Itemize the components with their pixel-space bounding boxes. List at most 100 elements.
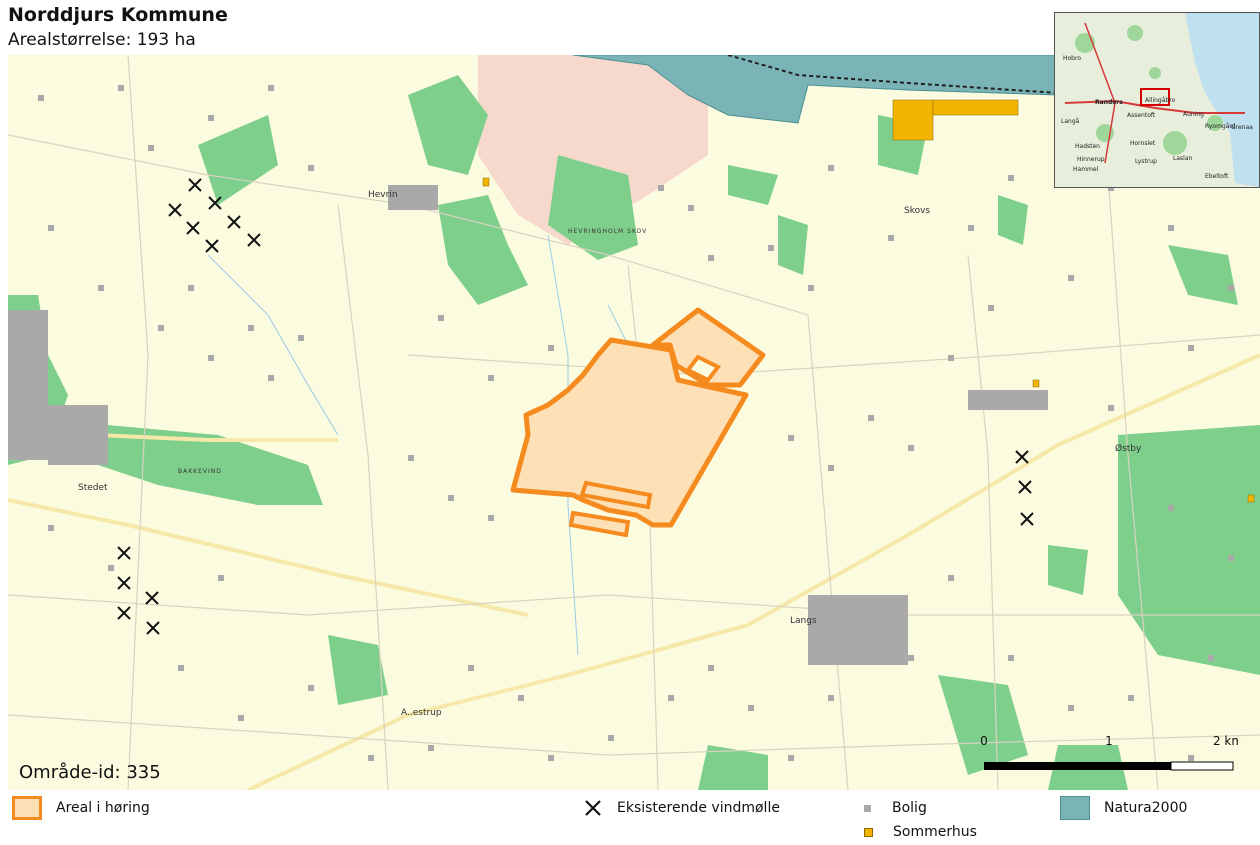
legend-area-label: Areal i høring <box>56 800 150 816</box>
house-marker <box>828 165 834 171</box>
house-marker <box>1128 695 1134 701</box>
place-label-stedet: Stedet <box>78 483 108 493</box>
house-marker <box>468 665 474 671</box>
place-label-bakkevind: BAKKEVIND <box>178 468 222 475</box>
housing-clusters <box>8 185 1048 665</box>
farmland-area <box>478 55 708 245</box>
place-label-aestrup: A..estrup <box>401 708 442 718</box>
wind-turbine-icon <box>146 621 160 635</box>
wind-turbine-icon <box>168 203 182 217</box>
house-marker <box>748 705 754 711</box>
house-marker <box>48 225 54 231</box>
place-label-skovs: Skovs <box>904 206 930 216</box>
legend-item-area: Areal i høring <box>12 796 150 820</box>
wind-turbine-icon <box>227 215 241 229</box>
house-marker <box>1228 555 1234 561</box>
wind-turbine-icon <box>117 606 131 620</box>
wind-turbine-icon <box>247 233 261 247</box>
inset-label-ebeltoft: Ebeltoft <box>1205 173 1229 180</box>
inset-label-auning: Auning <box>1183 111 1204 118</box>
place-label-ostby: Østby <box>1115 443 1142 454</box>
house-marker <box>1068 275 1074 281</box>
inset-svg: Randers Hobro Grenaa Langå Hadsten Hamme… <box>1055 13 1259 187</box>
house-marker <box>208 355 214 361</box>
house-marker <box>308 685 314 691</box>
wind-turbine-icon <box>117 576 131 590</box>
inset-label-hornslet: Hornslet <box>1130 140 1156 147</box>
legend-item-turbines: Eksisterende vindmølle <box>583 798 780 818</box>
house-marker <box>428 745 434 751</box>
legend-item-housing: Bolig <box>864 800 927 816</box>
house-marker <box>1228 285 1234 291</box>
house-marker <box>1108 185 1114 191</box>
house-marker <box>908 655 914 661</box>
inset-label-langa: Langå <box>1061 118 1080 125</box>
wind-turbine-icon <box>117 546 131 560</box>
house-marker <box>1068 705 1074 711</box>
map-canvas[interactable]: Hevrin Østby Skovs Langs Stedet A..estru… <box>8 55 1260 790</box>
house-marker <box>268 375 274 381</box>
house-marker <box>368 755 374 761</box>
house-marker <box>828 695 834 701</box>
house-marker <box>908 445 914 451</box>
inset-label-assentoft: Assentoft <box>1127 112 1156 119</box>
house-marker <box>658 185 664 191</box>
overview-inset-map: Randers Hobro Grenaa Langå Hadsten Hamme… <box>1054 12 1260 188</box>
house-marker <box>48 525 54 531</box>
area-id-label: Område-id: 335 <box>19 762 161 783</box>
coastline <box>727 55 1059 94</box>
house-marker <box>488 375 494 381</box>
house-marker <box>248 325 254 331</box>
house-marker <box>268 85 274 91</box>
house-marker <box>948 575 954 581</box>
legend-item-natura: Natura2000 <box>1060 796 1187 820</box>
house-marker <box>688 205 694 211</box>
place-label-hevrin: Hevrin <box>368 190 398 200</box>
wind-turbine-icon <box>188 178 202 192</box>
inset-label-hadsten: Hadsten <box>1075 143 1100 150</box>
house-marker <box>668 695 674 701</box>
inset-label-randers: Randers <box>1095 99 1123 106</box>
house-marker <box>1108 405 1114 411</box>
house-marker <box>1208 655 1214 661</box>
house-marker <box>888 235 894 241</box>
house-marker <box>488 515 494 521</box>
legend-housing-label: Bolig <box>892 800 927 816</box>
housing-square-icon <box>864 804 871 812</box>
summerhouse-cluster <box>482 99 1255 503</box>
house-marker <box>708 255 714 261</box>
house-marker <box>98 285 104 291</box>
house-marker <box>308 165 314 171</box>
house-marker <box>948 355 954 361</box>
house-marker <box>438 315 444 321</box>
house-marker <box>238 715 244 721</box>
inset-label-ryomgard: Ryomgård <box>1205 123 1236 130</box>
house-marker <box>448 495 454 501</box>
inset-label-lystrup: Lystrup <box>1135 158 1157 165</box>
house-marker <box>1008 655 1014 661</box>
roads <box>8 353 1260 790</box>
house-marker <box>1168 225 1174 231</box>
legend-summerhouse-label: Sommerhus <box>893 824 977 840</box>
inset-label-grenaa: Grenaa <box>1231 124 1253 131</box>
legend-item-summerhouse: Sommerhus <box>864 824 977 840</box>
inset-label-hinnerup: Hinnerup <box>1077 156 1105 163</box>
house-marker <box>548 755 554 761</box>
wind-turbine-icon <box>208 196 222 210</box>
place-label-langs: Langs <box>790 616 817 626</box>
legend-natura-label: Natura2000 <box>1104 800 1188 816</box>
house-marker <box>38 95 44 101</box>
summerhouse-square-icon <box>864 827 873 837</box>
house-marker <box>708 665 714 671</box>
consultation-area[interactable] <box>510 307 766 538</box>
scale-label-0: 0 <box>980 734 988 748</box>
wind-turbine-markers <box>117 178 1034 635</box>
area-swatch-icon <box>12 796 42 820</box>
wind-turbine-icon <box>1018 480 1032 494</box>
wind-turbine-icon <box>1020 512 1034 526</box>
house-marker <box>208 115 214 121</box>
house-marker <box>298 335 304 341</box>
house-marker <box>1168 505 1174 511</box>
house-marker <box>178 665 184 671</box>
house-marker <box>768 245 774 251</box>
